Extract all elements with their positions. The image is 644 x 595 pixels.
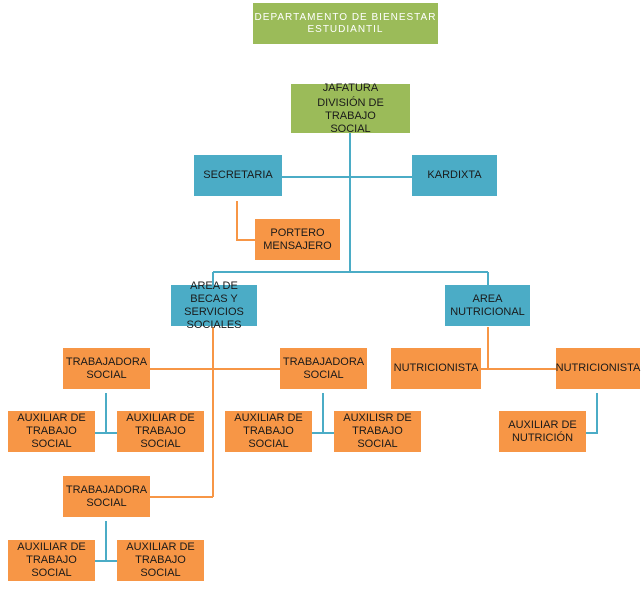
kardixta-box: KARDIXTA [412, 155, 497, 196]
portero-line-1: PORTERO [270, 226, 325, 239]
trabajadora-line-1: TRABAJADORA [65, 355, 148, 368]
trabajadora-social-3: TRABAJADORA SOCIAL [63, 476, 150, 517]
title-line-1: DEPARTAMENTO DE BIENESTAR [254, 11, 437, 23]
nutricional-box: AREA NUTRICIONAL [445, 285, 530, 326]
nutricional-line-2: NUTRICIONAL [450, 305, 525, 318]
connector-secretaria-portero [236, 201, 255, 241]
auxiliar-line-1: AUXILIAR DE [17, 412, 86, 424]
auxiliar-trabajo-social-3: AUXILIAR DE TRABAJO SOCIAL [225, 411, 312, 452]
auxiliar-line-2: TRABAJO SOCIAL [26, 425, 77, 450]
becas-box: AREA DE BECAS Y SERVICIOS SOCIALES [171, 280, 257, 331]
auxiliar-nut-line-1: AUXILIAR DE [508, 418, 577, 431]
jefatura-line-3: SOCIAL [330, 122, 371, 135]
auxiliar-line-1: AUXILIAR DE [126, 412, 195, 424]
connector-aux-ts-3 [95, 521, 107, 562]
nutricionista-label: NUTRICIONISTA [555, 362, 641, 374]
title-box: DEPARTAMENTO DE BIENESTAR ESTUDIANTIL [253, 3, 438, 44]
becas-line-1: AREA DE BECAS Y [190, 279, 238, 305]
kardixta-label: KARDIXTA [427, 169, 482, 181]
title-line-2: ESTUDIANTIL [307, 23, 384, 35]
auxiliar-line-1: AUXILIAR DE [17, 541, 86, 553]
connector-aux-nut [586, 393, 598, 434]
nutricional-line-1: AREA [472, 292, 503, 305]
auxiliar-trabajo-social-2: AUXILIAR DE TRABAJO SOCIAL [117, 411, 204, 452]
nutricionista-1: NUTRICIONISTA [391, 348, 481, 389]
connector-aux-ts-2 [312, 393, 324, 434]
trabajadora-line-2: SOCIAL [86, 496, 127, 509]
secretaria-box: SECRETARIA [194, 155, 282, 196]
trabajadora-social-2: TRABAJADORA SOCIAL [280, 348, 367, 389]
jefatura-line-2: DIVISIÓN DE TRABAJO [317, 96, 384, 122]
jefatura-box: JAFATURA DIVISIÓN DE TRABAJO SOCIAL [291, 81, 410, 135]
becas-line-3: SOCIALES [186, 318, 242, 331]
auxilisr-trabajo-social: AUXILISR DE TRABAJO SOCIAL [334, 411, 421, 452]
auxiliar-line-2: TRABAJO SOCIAL [26, 554, 77, 579]
becas-line-2: SERVICIOS [184, 305, 244, 318]
nutricionista-label: NUTRICIONISTA [393, 362, 479, 374]
trabajadora-line-1: TRABAJADORA [65, 483, 148, 496]
secretaria-label: SECRETARIA [203, 169, 273, 181]
auxiliar-line-2: TRABAJO SOCIAL [243, 425, 294, 450]
nutricionista-2: NUTRICIONISTA [556, 348, 640, 389]
auxiliar-nut-line-2: NUTRICIÓN [511, 431, 574, 444]
auxilisr-line-2: TRABAJO SOCIAL [352, 425, 403, 450]
portero-line-2: MENSAJERO [263, 239, 332, 252]
auxiliar-trabajo-social-5: AUXILIAR DE TRABAJO SOCIAL [117, 540, 204, 581]
trabajadora-line-2: SOCIAL [86, 368, 127, 381]
auxiliar-trabajo-social-4: AUXILIAR DE TRABAJO SOCIAL [8, 540, 95, 581]
auxiliar-line-2: TRABAJO SOCIAL [135, 554, 186, 579]
jefatura-line-1: JAFATURA [322, 81, 379, 94]
auxiliar-line-1: AUXILIAR DE [234, 412, 303, 424]
auxiliar-line-1: AUXILIAR DE [126, 541, 195, 553]
auxiliar-line-2: TRABAJO SOCIAL [135, 425, 186, 450]
connector-aux-ts-1 [95, 393, 107, 434]
auxiliar-nutricion: AUXILIAR DE NUTRICIÓN [499, 411, 586, 452]
portero-box: PORTERO MENSAJERO [255, 219, 340, 260]
auxilisr-line-1: AUXILISR DE [343, 412, 412, 424]
auxiliar-trabajo-social-1: AUXILIAR DE TRABAJO SOCIAL [8, 411, 95, 452]
trabajadora-line-1: TRABAJADORA [282, 355, 365, 368]
trabajadora-line-2: SOCIAL [303, 368, 344, 381]
trabajadora-social-1: TRABAJADORA SOCIAL [63, 348, 150, 389]
